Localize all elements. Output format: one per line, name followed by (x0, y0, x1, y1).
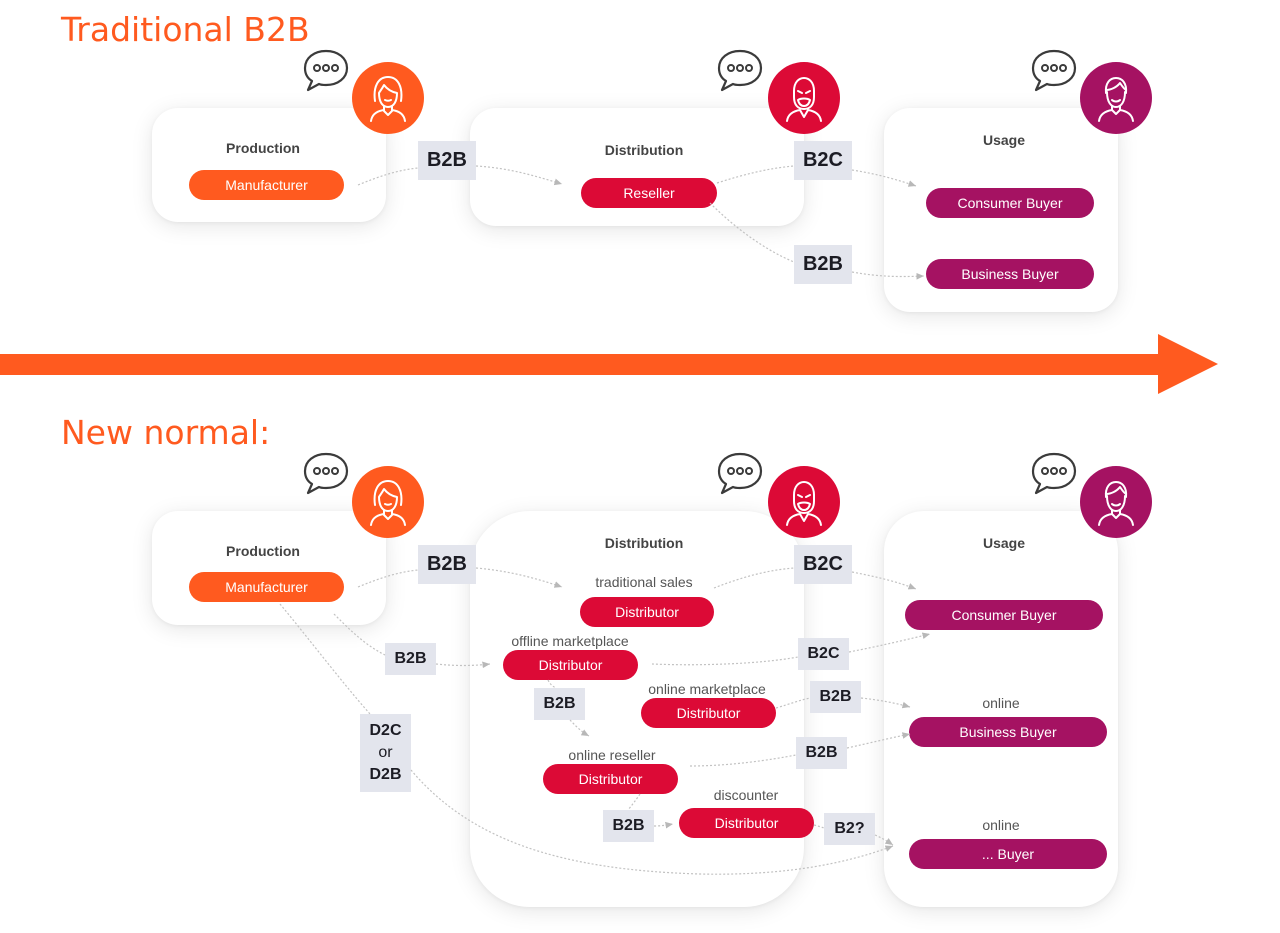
online-label-1: online (982, 695, 1020, 711)
traditional-sales-label: traditional sales (595, 574, 693, 590)
discounter-label: discounter (713, 787, 779, 803)
b2b-badge: B2B (418, 141, 476, 180)
production-card-new (152, 511, 386, 625)
usage-title-new: Usage (982, 535, 1026, 551)
manufacturer-pill: Manufacturer (189, 170, 344, 200)
online-reseller-label: online reseller (568, 747, 656, 763)
b2-unknown-badge: B2? (824, 813, 875, 845)
bearded-man-avatar-icon (768, 466, 840, 538)
b2c-badge-new: B2C (794, 545, 852, 584)
production-card (152, 108, 386, 222)
d2b-label: D2B (369, 766, 402, 783)
offline-marketplace-label: offline marketplace (511, 633, 629, 649)
man-avatar-icon (1080, 466, 1152, 538)
distribution-title: Distribution (604, 142, 684, 158)
consumer-buyer-pill: Consumer Buyer (926, 188, 1094, 218)
b2b-online-reseller-badge: B2B (796, 737, 847, 769)
speech-bubble-icon (717, 452, 763, 495)
distributor-discounter-pill: Distributor (679, 808, 814, 838)
distributor-online-marketplace-pill: Distributor (641, 698, 776, 728)
distributor-online-reseller-pill: Distributor (543, 764, 678, 794)
distributor-traditional-pill: Distributor (580, 597, 714, 627)
distribution-title-new: Distribution (604, 535, 684, 551)
b2b-online-marketplace-badge: B2B (810, 681, 861, 713)
distribution-card (470, 108, 804, 226)
man-avatar-icon (1080, 62, 1152, 134)
woman-avatar-icon (352, 62, 424, 134)
b2c-offline-badge: B2C (798, 638, 849, 670)
other-buyer-pill: ... Buyer (909, 839, 1107, 869)
online-label-2: online (982, 817, 1020, 833)
production-title-new: Production (226, 543, 300, 559)
b2c-badge: B2C (794, 141, 852, 180)
reseller-pill: Reseller (581, 178, 717, 208)
distributor-offline-pill: Distributor (503, 650, 638, 680)
speech-bubble-icon (1031, 452, 1077, 495)
d2c-label: D2C (369, 722, 402, 739)
consumer-buyer-pill-new: Consumer Buyer (905, 600, 1103, 630)
business-buyer-pill: Business Buyer (926, 259, 1094, 289)
bearded-man-avatar-icon (768, 62, 840, 134)
speech-bubble-icon (1031, 49, 1077, 92)
usage-title: Usage (982, 132, 1026, 148)
speech-bubble-icon (303, 49, 349, 92)
online-marketplace-label: online marketplace (648, 681, 766, 697)
d2c-d2b-badge: D2C or D2B (360, 714, 411, 792)
b2b-badge-new: B2B (418, 545, 476, 584)
production-title: Production (226, 140, 300, 156)
new-normal-title: New normal: (61, 413, 271, 452)
woman-avatar-icon (352, 466, 424, 538)
b2b-chain-badge: B2B (534, 688, 585, 720)
business-buyer-pill-new: Business Buyer (909, 717, 1107, 747)
b2b-offline-badge: B2B (385, 643, 436, 675)
b2b-badge-lower: B2B (794, 245, 852, 284)
b2b-discounter-badge: B2B (603, 810, 654, 842)
manufacturer-pill-new: Manufacturer (189, 572, 344, 602)
speech-bubble-icon (303, 452, 349, 495)
or-label: or (378, 744, 393, 761)
traditional-b2b-title: Traditional B2B (61, 10, 310, 49)
speech-bubble-icon (717, 49, 763, 92)
